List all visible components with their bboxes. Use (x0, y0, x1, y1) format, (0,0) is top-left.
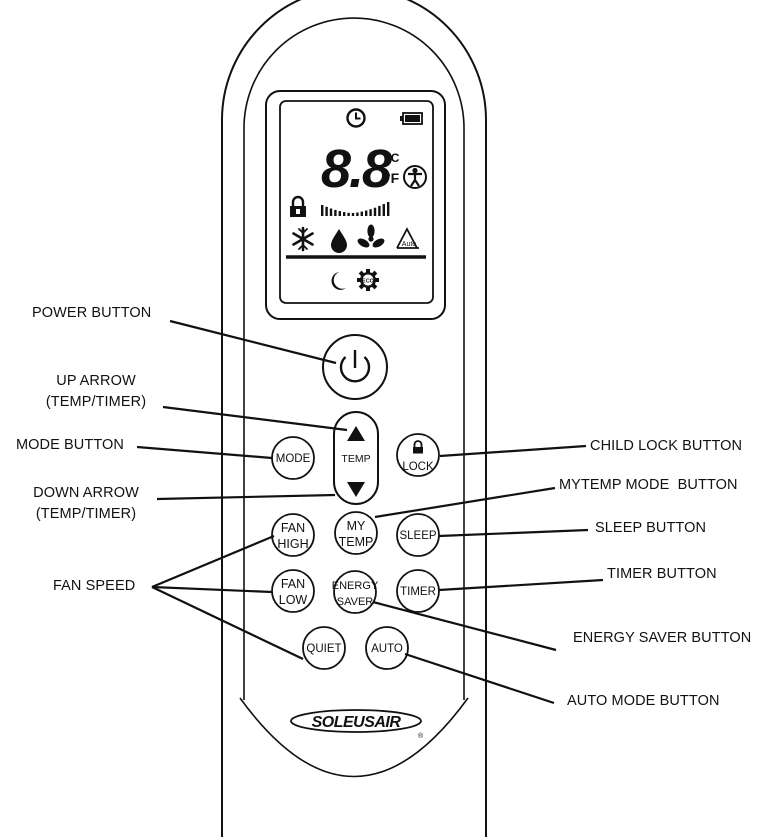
soleusair-logo: SOLEUSAIR ® (290, 709, 424, 740)
fan-bar-segment (387, 202, 390, 216)
sleep-callout-line (438, 528, 589, 538)
fan-speed-bars (321, 202, 390, 216)
fan-speed-callout-line-low (151, 585, 273, 594)
callout-mytemp-mode-button: MYTEMP MODE BUTTON (559, 477, 738, 493)
fan-bar-segment (338, 211, 341, 216)
svg-text:SLEEP: SLEEP (399, 530, 436, 542)
battery-icon (400, 112, 423, 125)
power-icon (339, 350, 371, 383)
svg-text:ENERGY: ENERGY (332, 580, 379, 592)
power-button[interactable] (322, 334, 388, 400)
energy-saver-button[interactable]: ENERGY SAVER (332, 570, 379, 614)
lock-button[interactable]: LOCK (396, 433, 440, 477)
fahrenheit-unit: °F (385, 170, 400, 186)
fan-low-button[interactable]: FAN LOW (271, 569, 315, 613)
timer-button[interactable]: TIMER (396, 569, 440, 613)
fan-bar-segment (373, 207, 377, 216)
sleep-button[interactable]: SLEEP (396, 513, 440, 557)
temp-down-arrow-icon[interactable] (347, 482, 365, 497)
child-lock-callout-line (439, 444, 587, 458)
remote-body-inner (243, 17, 465, 700)
fan-bar-segment (321, 205, 324, 216)
callout-down-arrow: DOWN ARROW (TEMP/TIMER) (24, 485, 148, 523)
svg-text:LOCK: LOCK (402, 461, 434, 473)
quiet-button[interactable]: QUIET (302, 626, 346, 670)
callout-timer-button: TIMER BUTTON (607, 566, 717, 582)
timer-callout-line (438, 578, 604, 592)
svg-text:®: ® (418, 732, 424, 740)
svg-text:SOLEUSAIR: SOLEUSAIR (312, 714, 402, 731)
svg-text:FAN: FAN (281, 521, 305, 535)
eco-gear-icon: ECO (357, 269, 379, 291)
fan-bar-segment (351, 213, 355, 216)
mode-button[interactable]: MODE (271, 436, 315, 480)
fan-bar-segment (329, 208, 333, 216)
callout-energy-saver-button: ENERGY SAVER BUTTON (573, 630, 752, 646)
lock-display-icon (290, 195, 306, 217)
svg-text:ECO: ECO (362, 279, 375, 285)
callout-power-button: POWER BUTTON (32, 305, 152, 321)
svg-text:Auto: Auto (402, 241, 417, 248)
svg-text:TEMP: TEMP (339, 535, 374, 549)
fan-bar-segment (325, 206, 328, 216)
fan-bar-segment (334, 209, 337, 216)
callout-up-arrow-line1: UP ARROW (56, 373, 136, 389)
svg-text:FAN: FAN (281, 577, 305, 591)
mytemp-callout-line (374, 486, 556, 519)
fan-bar-segment (356, 212, 359, 216)
svg-text:MODE: MODE (276, 453, 311, 465)
callout-fan-speed: FAN SPEED (53, 578, 136, 594)
callout-sleep-button: SLEEP BUTTON (595, 520, 707, 536)
svg-text:LOW: LOW (279, 593, 308, 607)
svg-text:QUIET: QUIET (306, 643, 341, 655)
svg-text:MY: MY (347, 519, 366, 533)
fan-high-button[interactable]: FAN HIGH (271, 513, 315, 557)
svg-text:HIGH: HIGH (277, 537, 308, 551)
callout-up-arrow: UP ARROW (TEMP/TIMER) (38, 373, 154, 411)
svg-text:SAVER: SAVER (337, 596, 374, 608)
fan-bar-segment (360, 211, 363, 216)
callout-lines (136, 319, 604, 705)
callout-up-arrow-line2: (TEMP/TIMER) (45, 394, 147, 410)
clock-icon (346, 108, 366, 128)
fan-bar-segment (343, 212, 346, 216)
lcd-display: 8.8 °C °F (265, 90, 446, 320)
dry-drop-icon (331, 229, 347, 253)
fan-bar-segment (369, 209, 372, 216)
fan-bar-segment (365, 210, 368, 216)
sleep-moon-icon (331, 272, 346, 290)
svg-text:TIMER: TIMER (400, 586, 436, 598)
celsius-unit: °C (386, 151, 400, 165)
temp-up-arrow-icon[interactable] (347, 426, 365, 441)
svg-text:AUTO: AUTO (371, 643, 403, 655)
callout-down-arrow-line1: DOWN ARROW (33, 485, 139, 501)
callout-mode-button: MODE BUTTON (16, 437, 124, 453)
auto-mode-icon: Auto (396, 227, 419, 249)
fan-bar-segment (378, 205, 381, 216)
auto-mode-callout-line (404, 652, 555, 705)
lock-icon (413, 440, 423, 454)
auto-button[interactable]: AUTO (365, 626, 409, 670)
fan-mode-icon (357, 224, 385, 248)
my-temp-button[interactable]: MY TEMP (334, 511, 378, 555)
callout-auto-mode-button: AUTO MODE BUTTON (567, 693, 720, 709)
mode-callout-line (136, 445, 273, 460)
cool-snowflake-icon (292, 226, 314, 252)
fan-bar-segment (382, 204, 385, 216)
power-callout-line (169, 319, 337, 365)
energy-saver-callout-line (372, 600, 557, 652)
fan-bar-segment (347, 212, 350, 216)
temp-label: TEMP (341, 453, 370, 465)
fan-speed-callout-line-high (151, 534, 275, 589)
callout-down-arrow-line2: (TEMP/TIMER) (35, 506, 137, 522)
up-arrow-callout-line (162, 405, 348, 432)
temperature-readout: 8.8 (321, 139, 392, 199)
fan-speed-callout-line-quiet (151, 586, 304, 660)
remote-bottom-curve (239, 697, 469, 778)
down-arrow-callout-line (156, 493, 336, 501)
temp-rocker[interactable]: TEMP (333, 411, 379, 505)
follow-me-icon (403, 165, 427, 189)
callout-child-lock-button: CHILD LOCK BUTTON (590, 438, 743, 454)
